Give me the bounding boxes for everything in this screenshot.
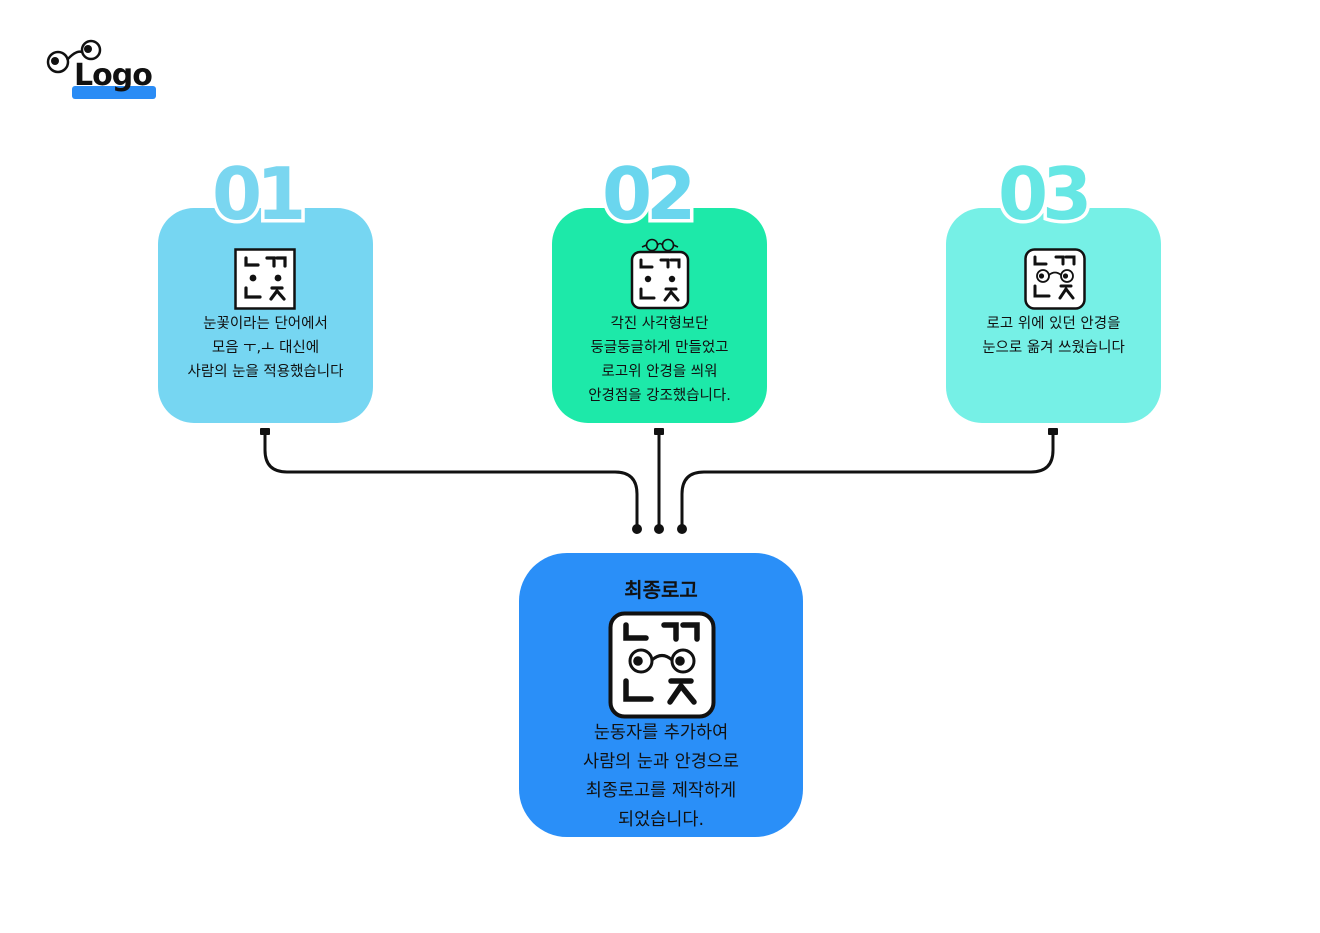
description-line: 사람의 눈과 안경으로 xyxy=(582,752,740,772)
eyes-icon xyxy=(46,39,102,74)
logo-text: Logo xyxy=(74,58,153,93)
description-line: 최종로고를 제작하게 xyxy=(585,781,737,801)
nkkot-logo-eyes-icon xyxy=(1024,248,1086,310)
description-line: 각진 사각형보단 xyxy=(610,316,709,332)
description-line: 안경점을 강조했습니다. xyxy=(588,388,731,404)
description-line: 모음 ㅜ,ㅗ 대신에 xyxy=(211,340,320,356)
step-description-3: 로고 위에 있던 안경을 눈으로 옮겨 쓰웠습니다 xyxy=(946,312,1161,360)
logo-underline xyxy=(72,86,156,99)
step-number-2: 02 xyxy=(598,152,699,236)
brand-logo: Logo xyxy=(44,38,164,102)
step-number-1: 01 xyxy=(208,152,309,236)
description-line: 둥글둥글하게 만들었고 xyxy=(590,340,729,356)
final-description: 눈동자를 추가하여 사람의 눈과 안경으로 최종로고를 제작하게 되었습니다. xyxy=(519,719,803,835)
description-line: 눈동자를 추가하여 xyxy=(593,723,729,743)
description-line: 로고위 안경을 씌워 xyxy=(601,364,718,380)
final-title: 최종로고 xyxy=(624,578,698,602)
description-line: 사람의 눈을 적용했습니다 xyxy=(187,364,344,380)
step-card-3 xyxy=(946,208,1161,423)
step-description-2: 각진 사각형보단 둥글둥글하게 만들었고 로고위 안경을 씌워 안경점을 강조했… xyxy=(552,312,767,408)
description-line: 로고 위에 있던 안경을 xyxy=(986,316,1121,332)
step-card-1 xyxy=(158,208,373,423)
nkkot-logo-icon xyxy=(234,248,296,310)
final-logo-icon xyxy=(608,611,716,719)
step-description-1: 눈꽃이라는 단어에서 모음 ㅜ,ㅗ 대신에 사람의 눈을 적용했습니다 xyxy=(158,312,373,384)
nkkot-logo-glasses-icon xyxy=(630,238,690,310)
step-number-3: 03 xyxy=(994,152,1095,236)
description-line: 눈으로 옮겨 쓰웠습니다 xyxy=(982,340,1125,356)
description-line: 되었습니다. xyxy=(617,810,705,830)
description-line: 눈꽃이라는 단어에서 xyxy=(203,316,328,332)
